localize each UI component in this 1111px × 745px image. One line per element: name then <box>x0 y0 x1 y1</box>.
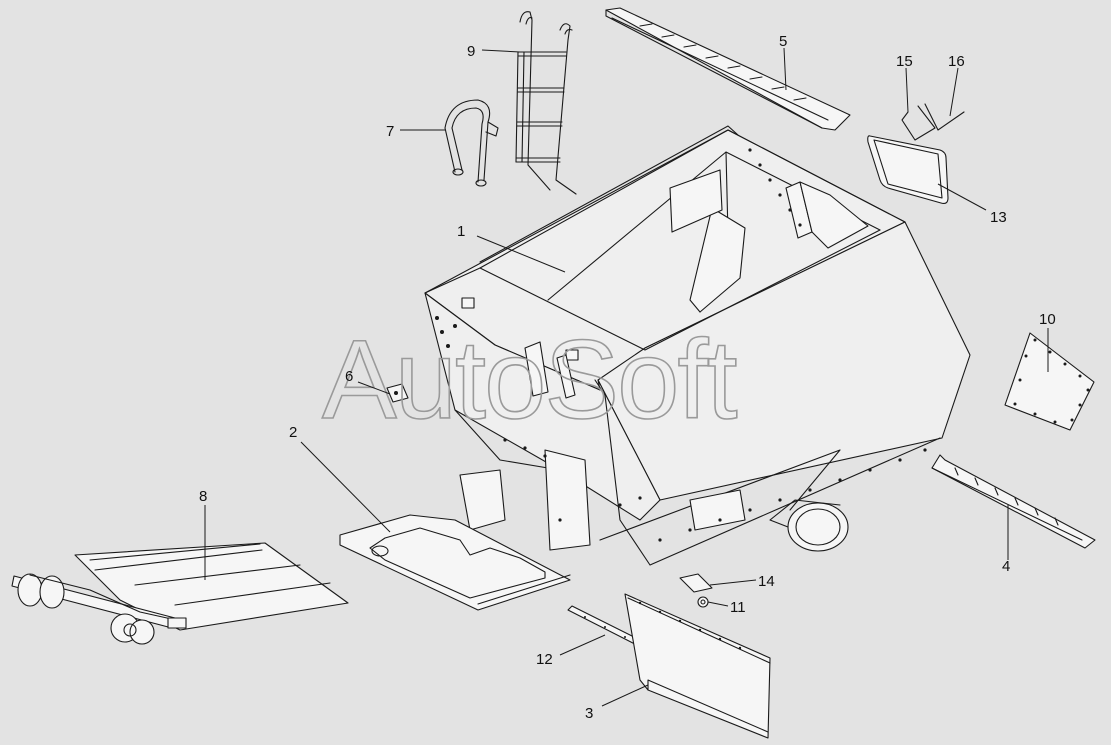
part-10-side-plate <box>1004 332 1095 431</box>
part-1-hopper-body <box>424 125 971 566</box>
part-11-bolt <box>697 596 709 608</box>
callout-10: 10 <box>1039 311 1056 328</box>
part-2-bottom-plate <box>339 514 571 611</box>
leader-lines <box>204 47 1049 707</box>
callout-labels: 1 2 3 4 5 6 7 8 9 10 11 12 13 14 15 16 <box>199 33 1056 722</box>
part-6-bracket <box>386 383 409 403</box>
callout-6: 6 <box>345 368 353 385</box>
callout-7: 7 <box>386 123 394 140</box>
part-5-top-cover <box>605 7 851 131</box>
callout-14: 14 <box>758 573 775 590</box>
callout-3: 3 <box>585 705 593 722</box>
part-7-handrail <box>444 99 499 187</box>
part-4-angle-strip <box>931 454 1096 549</box>
callout-1: 1 <box>457 223 465 240</box>
part-15-16-clips <box>901 103 965 141</box>
callout-9: 9 <box>467 43 475 60</box>
callout-2: 2 <box>289 424 297 441</box>
callout-12: 12 <box>536 651 553 668</box>
part-3-flap-panel <box>624 593 771 739</box>
callout-8: 8 <box>199 488 207 505</box>
callout-15: 15 <box>896 53 913 70</box>
callout-11: 11 <box>730 599 746 616</box>
part-9-ladder <box>515 11 577 195</box>
callout-13: 13 <box>990 209 1007 226</box>
callout-5: 5 <box>779 33 787 50</box>
part-13-window <box>867 135 949 204</box>
part-8-conveyor-floor <box>11 542 349 645</box>
part-14-plate <box>679 573 713 593</box>
callout-16: 16 <box>948 53 965 70</box>
callout-4: 4 <box>1002 558 1010 575</box>
watermark: AutoSoft <box>322 317 738 442</box>
